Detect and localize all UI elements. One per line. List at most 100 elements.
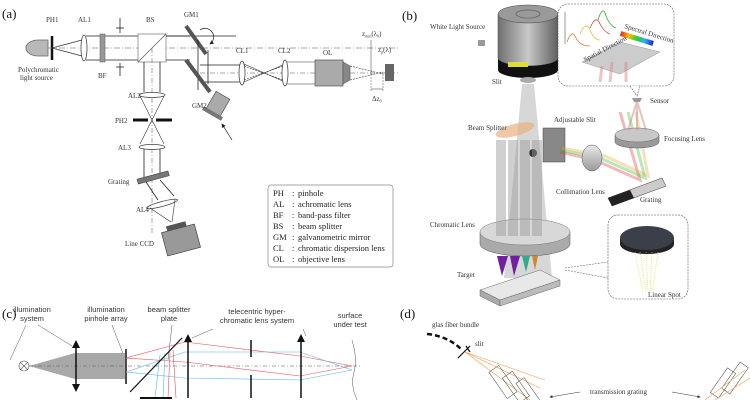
legend-row: AL:achromatic lens	[273, 199, 352, 209]
light-source-icon	[25, 39, 49, 57]
svg-text::: :	[292, 221, 294, 231]
svg-text:pinhole: pinhole	[298, 188, 324, 198]
slit-d-label: slit	[475, 340, 484, 348]
linear-spot-label: Linear Spot	[648, 291, 681, 299]
svg-text::: :	[292, 210, 294, 220]
z-min-label: zmin(λ0)	[362, 30, 382, 39]
legend-row: CL: chromatic dispersion lens	[273, 243, 385, 253]
chromatic-lens	[479, 218, 571, 246]
svg-text::: :	[292, 199, 294, 209]
spectrum-bar	[619, 31, 654, 46]
ph1-label: PH1	[46, 16, 59, 24]
svg-text::: :	[292, 254, 294, 264]
svg-text:chromatic dispersion lens: chromatic dispersion lens	[298, 243, 385, 253]
ph2-label: PH2	[115, 117, 128, 125]
gm2-motor	[201, 90, 231, 121]
line-ccd	[161, 221, 201, 257]
gm2-label: GM2	[192, 102, 207, 110]
svg-text::: :	[292, 243, 294, 253]
sample	[385, 64, 394, 81]
panel-c: (c) illumination system illumination pin…	[2, 305, 368, 400]
sensor	[632, 98, 642, 102]
svg-text:objective lens: objective lens	[298, 254, 345, 264]
gm1-mirror	[184, 24, 208, 56]
gm2-mirror	[184, 58, 212, 94]
panel-d: (d) glas fiber bundle slit transmission …	[400, 306, 750, 400]
panel-d-label: (d)	[400, 306, 415, 321]
light-source-label-2: light source	[20, 74, 53, 82]
panel-b-label: (b)	[402, 8, 417, 23]
chromatic-lens-label: Chromatic Lens	[430, 221, 475, 229]
al3-lens	[138, 144, 166, 150]
svg-text:galvanometric mirror: galvanometric mirror	[298, 232, 371, 242]
grating	[136, 170, 170, 185]
focusing-lens-label: Focusing Lens	[664, 135, 705, 143]
delta-z-label: Δz0	[372, 95, 382, 104]
adjustable-slit-label: Adjustable Slit	[554, 116, 596, 124]
lens-group-right	[709, 361, 749, 399]
al4-label: AL4	[136, 206, 149, 214]
legend-box	[267, 184, 394, 268]
target-label: Target	[457, 271, 475, 279]
rotation-arrow-icon	[199, 28, 215, 45]
cl2-lens	[281, 59, 289, 87]
svg-text:band-pass filter: band-pass filter	[298, 210, 351, 220]
svg-text:beam splitter: beam splitter	[298, 221, 342, 231]
gm1-label: GM1	[184, 11, 199, 19]
sensor-label: Sensor	[650, 97, 670, 105]
illum-system-label-2: system	[20, 314, 44, 323]
adjustable-slit	[542, 127, 566, 163]
svg-text:PH: PH	[273, 188, 284, 198]
light-source-label: Polychromatic	[18, 66, 59, 74]
svg-text:BF: BF	[273, 210, 284, 220]
illum-pinhole-label-2: pinhole array	[84, 314, 128, 323]
z-p-label: zp(λ)	[378, 46, 392, 55]
al1-label: AL1	[78, 16, 91, 24]
legend-row: GM: galvanometric mirror	[273, 232, 371, 242]
illum-pinhole-label: illumination	[87, 305, 125, 314]
svg-text:OL: OL	[273, 254, 284, 264]
svg-text::: :	[292, 188, 294, 198]
svg-text:achromatic lens: achromatic lens	[298, 199, 352, 209]
panel-b: (b) White Light Source Slit Beam Splitte…	[402, 3, 705, 307]
svg-text:BS: BS	[273, 221, 284, 231]
panel-c-label: (c)	[2, 306, 16, 321]
grating-b-label: Grating	[640, 196, 662, 204]
svg-text::: :	[292, 232, 294, 242]
lens-dark-icon	[620, 226, 674, 250]
cl2-label: CL2	[278, 47, 291, 55]
svg-text:CL: CL	[273, 243, 284, 253]
fiber-label: glas fiber bundle	[432, 321, 479, 329]
grating-label: Grating	[108, 178, 130, 186]
focusing-lens	[614, 127, 660, 143]
slit-d	[457, 345, 471, 359]
glass-fiber-bundle	[426, 332, 463, 351]
panel-a: (a) Polychromatic light source PH1 AL1 B…	[2, 6, 400, 268]
bf-label: BF	[98, 72, 107, 80]
al2-label: AL2	[128, 92, 141, 100]
surface-label-2: under test	[333, 320, 367, 329]
slit-label: Slit	[492, 78, 502, 86]
beam-splitter-c-label: beam splitter	[148, 305, 191, 314]
legend-row: PH: pinhole	[273, 188, 324, 198]
ol-label: OL	[323, 49, 332, 57]
cl1-label: CL1	[236, 47, 249, 55]
beam-splitter-label: Beam Splitter	[468, 124, 507, 132]
collimation-lens-label: Collimation Lens	[556, 188, 605, 196]
lens-group-left	[488, 365, 541, 400]
al4-lens	[146, 198, 178, 210]
legend-row: BS: beam splitter	[273, 221, 342, 231]
beam-splitter-c-label-2: plate	[161, 314, 177, 323]
legend-row: OL: objective lens	[273, 254, 345, 264]
al3-label: AL3	[118, 144, 131, 152]
legend-row: BF: band-pass filter	[273, 210, 351, 220]
al2-lens	[138, 92, 166, 98]
white-light-label: White Light Source	[430, 23, 485, 31]
ccd-label: Line CCD	[125, 240, 154, 248]
beam-splitter	[495, 122, 535, 138]
illum-system-label: illumination	[13, 305, 51, 314]
spectrum-curves	[564, 10, 617, 47]
collimation-lens	[581, 144, 603, 172]
svg-text:GM: GM	[273, 232, 287, 242]
panel-a-label: (a)	[2, 6, 16, 21]
